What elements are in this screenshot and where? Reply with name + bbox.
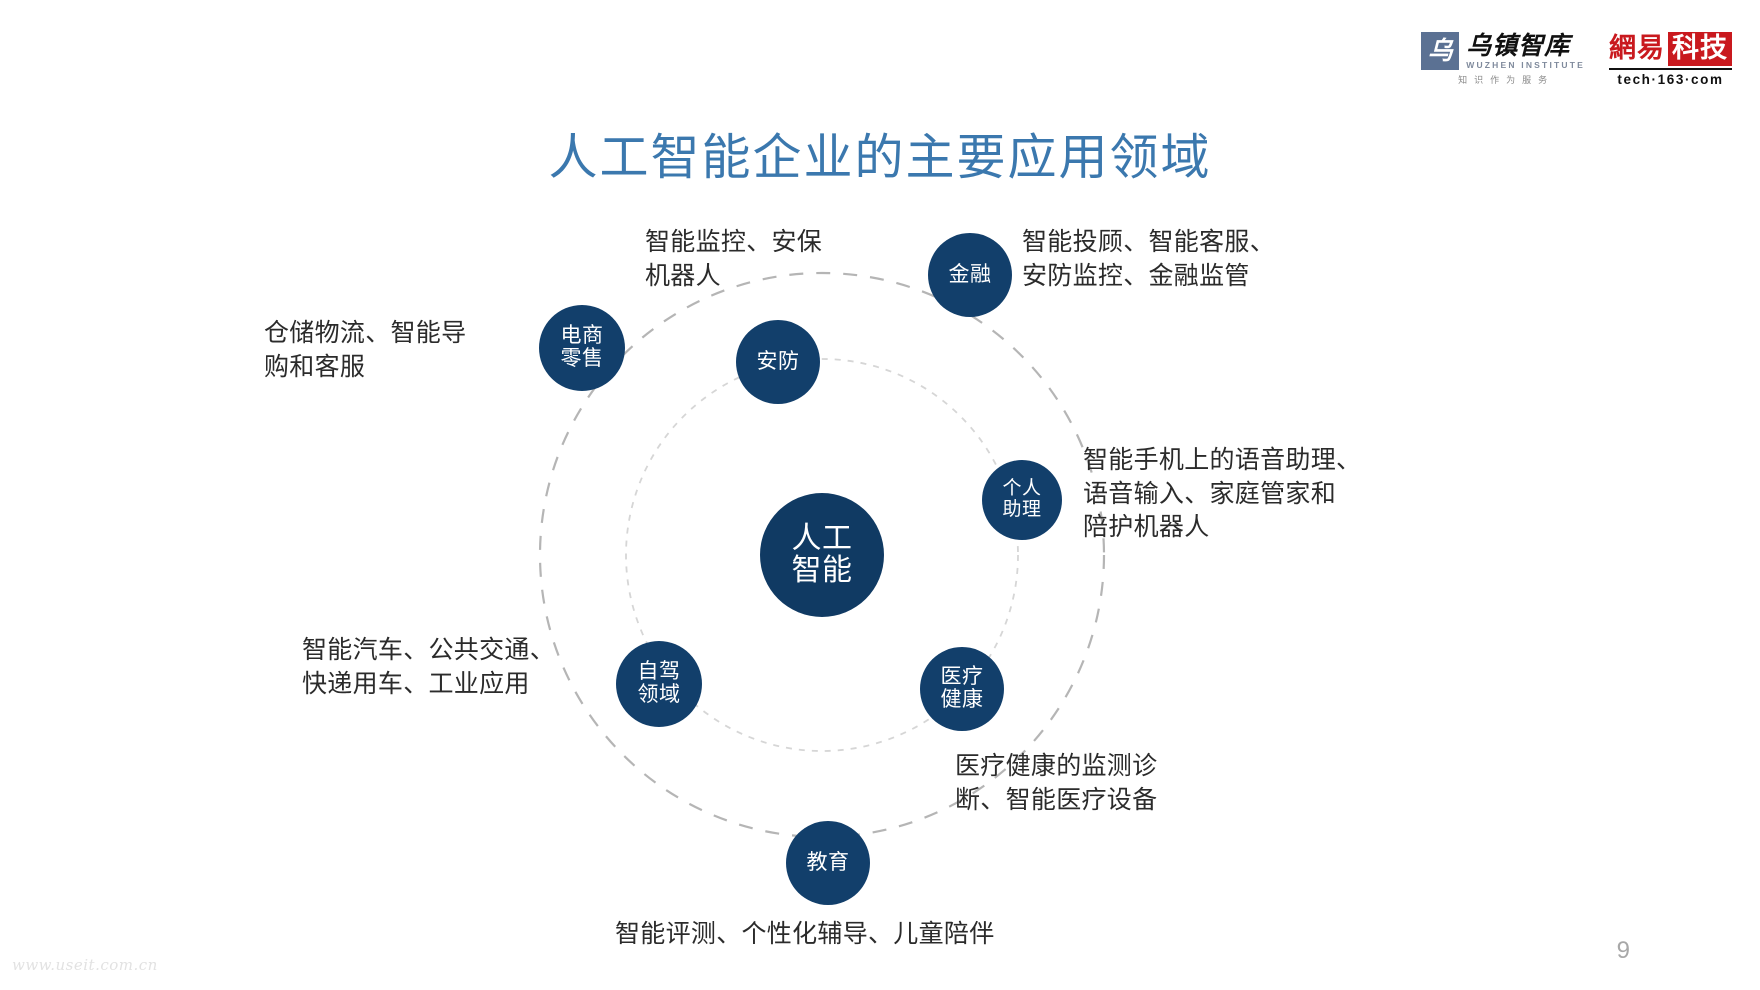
netease-tech-text: 科技: [1668, 32, 1732, 66]
node-healthcare[interactable]: 医疗 健康: [920, 647, 1004, 731]
netease-url: tech·163·com: [1609, 68, 1732, 87]
caption-healthcare: 医疗健康的监测诊 断、智能医疗设备: [955, 752, 1158, 814]
node-autonomous-driving[interactable]: 自驾 领域: [616, 641, 702, 727]
node-label-line1: 个人: [1002, 478, 1042, 500]
node-security[interactable]: 安防: [736, 320, 820, 404]
caption-education: 智能评测、个性化辅导、儿童陪伴: [615, 920, 995, 948]
node-label-line1: 医疗: [940, 665, 984, 689]
logo-bar: 乌 乌镇智库 WUZHEN INSTITUTE 知识作为服务 網易 科技 tec…: [1421, 32, 1732, 87]
netease-tech-logo: 網易 科技 tech·163·com: [1609, 32, 1732, 87]
node-label-line1: 电商: [560, 324, 604, 348]
node-label-line1: 自驾: [637, 660, 681, 684]
site-watermark: www.useit.com.cn: [12, 956, 158, 974]
node-label-line2: 零售: [560, 347, 604, 370]
inner-ring: [625, 358, 1019, 752]
node-label-line2: 智能: [791, 554, 853, 587]
wuzhen-logo-names: 乌镇智库 WUZHEN INSTITUTE: [1466, 33, 1585, 70]
wuzhen-name-en: WUZHEN INSTITUTE: [1466, 59, 1585, 70]
caption-security: 智能监控、安保 机器人: [645, 228, 823, 290]
node-finance[interactable]: 金融: [928, 233, 1012, 317]
caption-ecommerce: 仓储物流、智能导 购和客服: [264, 319, 467, 381]
node-personal-assistant[interactable]: 个人 助理: [982, 460, 1062, 540]
page-number: 9: [1616, 937, 1630, 964]
netease-logo-top: 網易 科技: [1609, 32, 1732, 66]
node-education[interactable]: 教育: [786, 821, 870, 905]
node-label-line1: 安防: [756, 349, 800, 373]
wuzhen-name-cn: 乌镇智库: [1466, 30, 1571, 60]
caption-personal-assistant: 智能手机上的语音助理、 语音输入、家庭管家和 陪护机器人: [1083, 446, 1362, 541]
node-label-line2: 领域: [637, 683, 681, 706]
node-label-line1: 金融: [948, 262, 992, 286]
wuzhen-mark-icon: 乌: [1421, 32, 1460, 70]
wuzhen-tagline: 知识作为服务: [1458, 75, 1555, 85]
node-label-line2: 健康: [940, 688, 984, 711]
caption-finance: 智能投顾、智能客服、 安防监控、金融监管: [1022, 228, 1276, 290]
wuzhen-institute-logo: 乌 乌镇智库 WUZHEN INSTITUTE 知识作为服务: [1421, 32, 1585, 86]
caption-autonomous-driving: 智能汽车、公共交通、 快递用车、工业应用: [302, 636, 556, 698]
node-ecommerce[interactable]: 电商 零售: [539, 305, 625, 391]
page-title: 人工智能企业的主要应用领域: [548, 130, 1212, 185]
node-label-line2: 助理: [1002, 499, 1042, 520]
node-label-line1: 人工: [791, 521, 853, 555]
netease-brand-text: 網易: [1609, 33, 1665, 64]
wuzhen-logo-top: 乌 乌镇智库 WUZHEN INSTITUTE: [1421, 32, 1585, 70]
node-artificial-intelligence[interactable]: 人工 智能: [760, 493, 884, 617]
node-label-line1: 教育: [806, 850, 850, 874]
